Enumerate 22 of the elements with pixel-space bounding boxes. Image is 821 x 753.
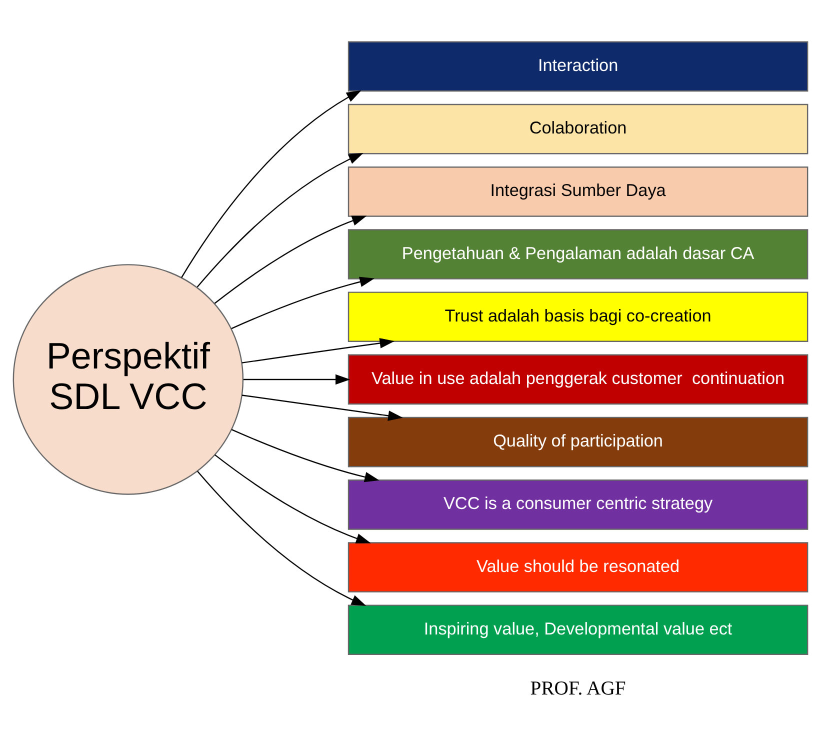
arrow [242,394,403,420]
node-box: Quality of participation [348,416,808,467]
arrow [231,276,375,329]
arrow [197,470,366,606]
arrow [242,338,395,363]
node-box: Value in use adalah penggerak customer continuation [348,354,808,404]
node-box: Value should be resonated [348,542,808,592]
arrow [196,152,364,287]
node-box: Pengetahuan & Pengalaman adalah dasar CA [348,228,808,279]
node-box: Integrasi Sumber Daya [348,166,808,216]
label: PROF. AGF [530,678,626,700]
node-box: Colaboration [348,103,808,154]
node-box: Trust adalah basis bagi co-creation [348,291,808,342]
arrow [214,215,367,304]
arrow [243,374,350,384]
node-circle: Perspektif SDL VCC [12,264,244,494]
node-box: Inspiring value, Developmental value ect [348,604,808,655]
node-box: VCC is a consumer centric strategy [348,479,808,530]
node-box: Interaction [348,40,808,92]
arrow [181,90,362,278]
arrow [214,454,371,543]
arrow [231,428,380,482]
